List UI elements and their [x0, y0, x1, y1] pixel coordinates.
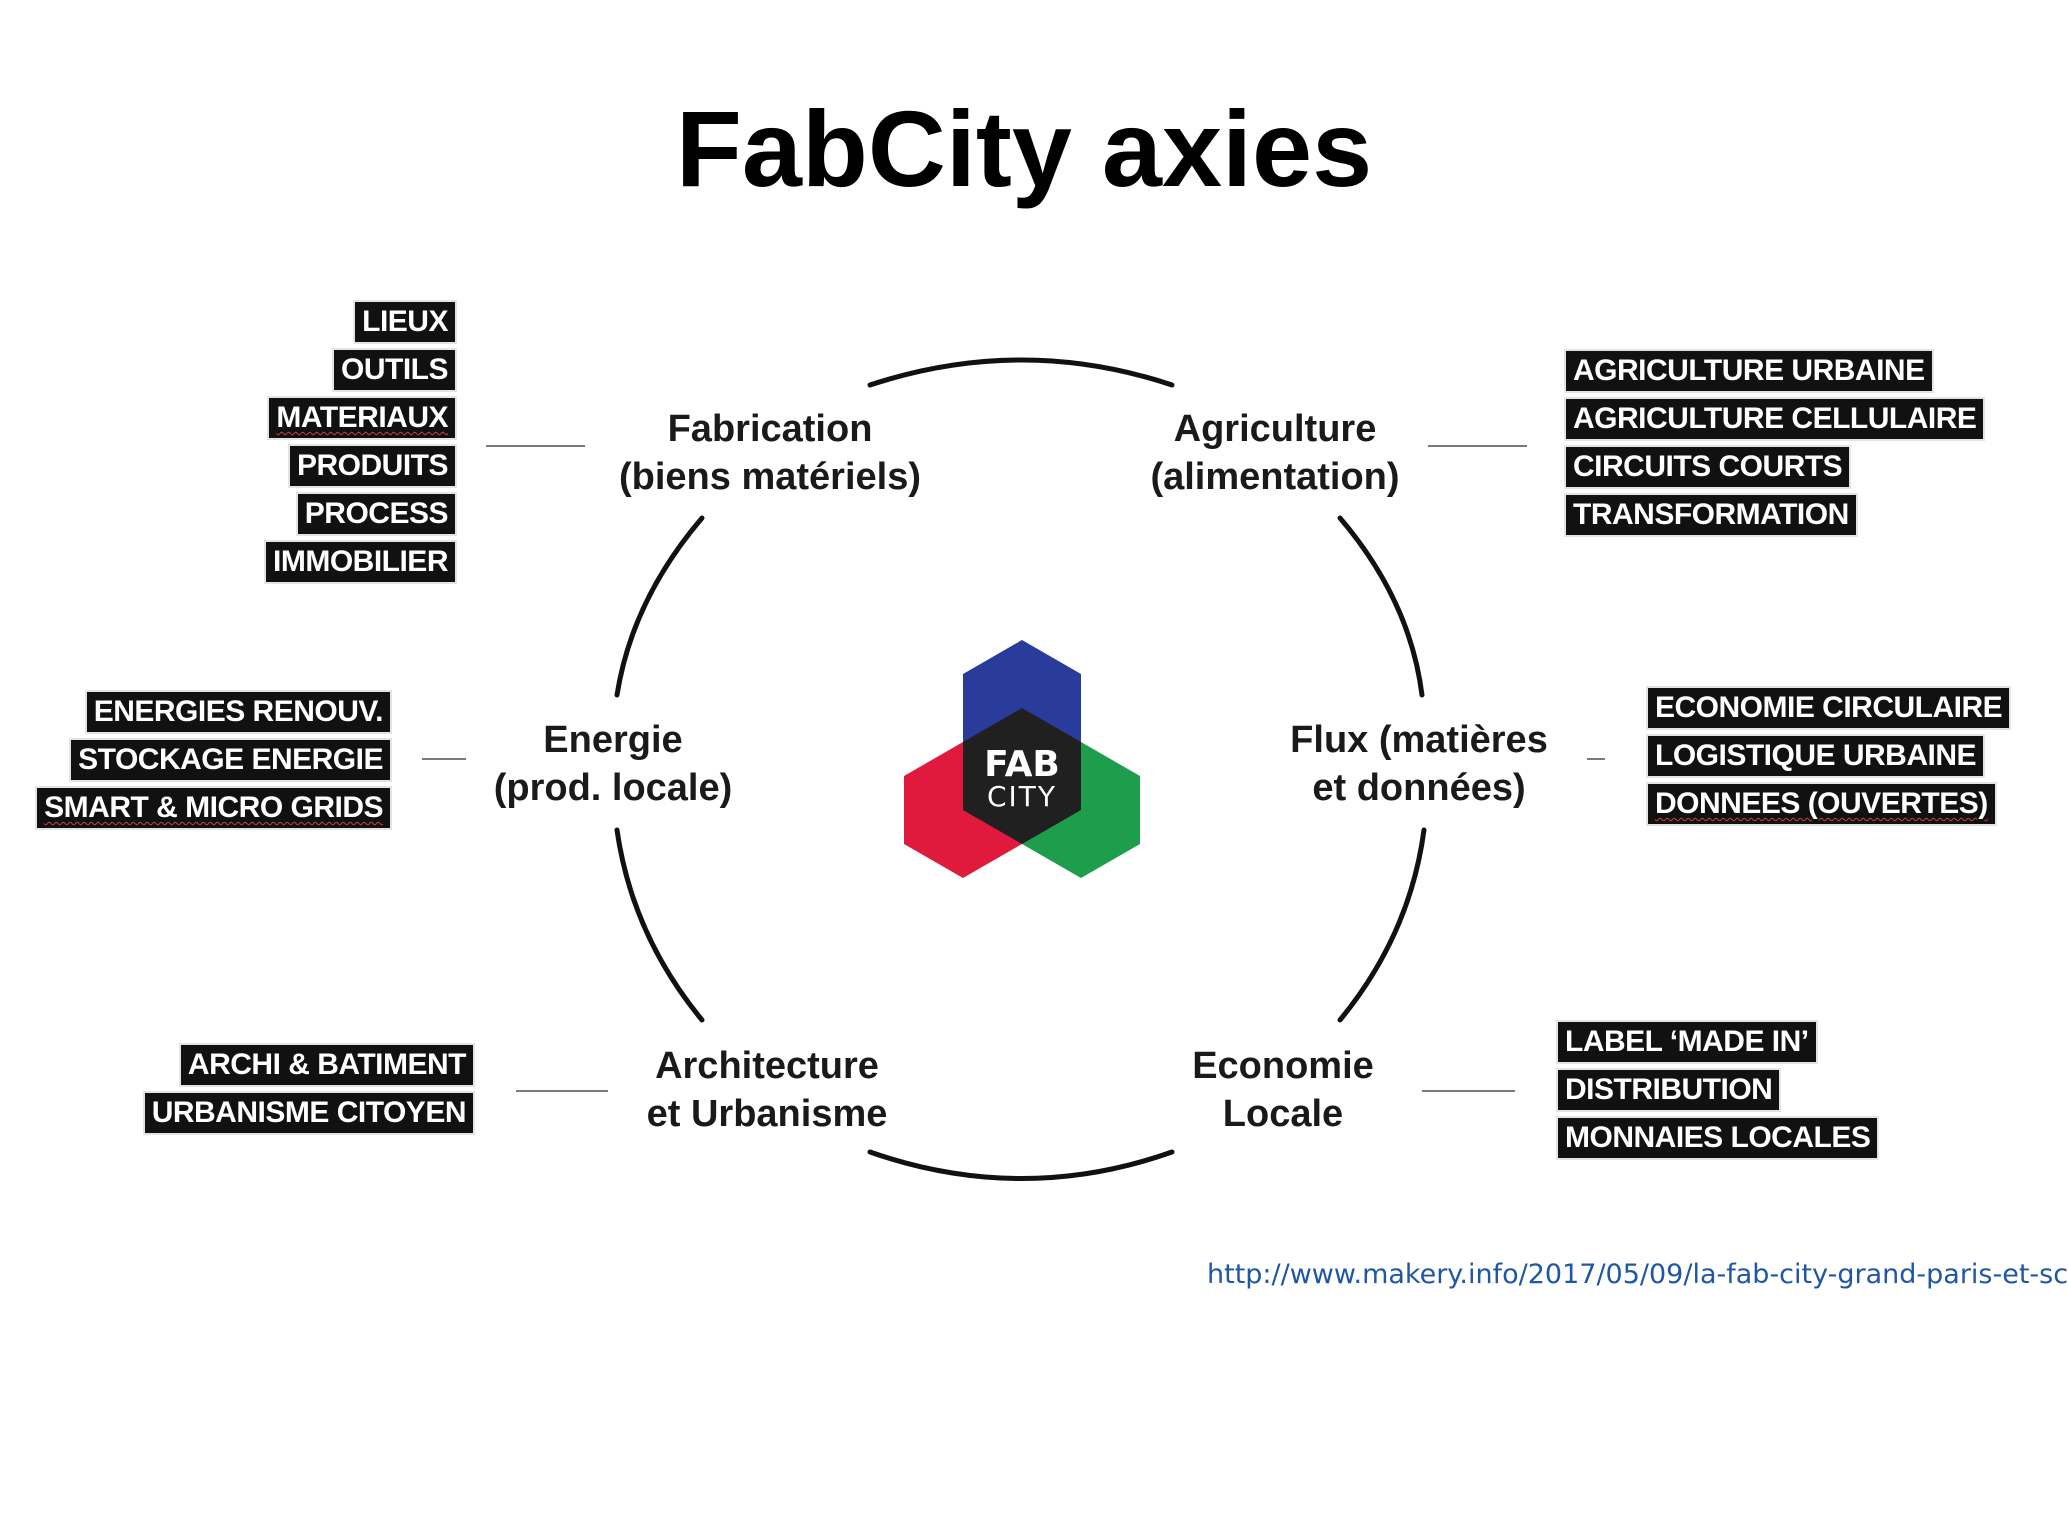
logo-text-city: CITY	[987, 780, 1057, 813]
axis-label-fabrication: Fabrication (biens matériels)	[560, 405, 980, 501]
ring-arc-upper-right	[1337, 515, 1425, 698]
axis-label-line: Agriculture	[1173, 408, 1377, 450]
axis-label-line: Energie	[543, 719, 683, 761]
tag-group-economie: LABEL ‘MADE IN’ DISTRIBUTION MONNAIES LO…	[1558, 1022, 1878, 1158]
logo-text-fab: FAB	[984, 744, 1060, 785]
ring-arc-lower-left	[614, 827, 705, 1023]
axis-label-line: Architecture	[655, 1045, 879, 1087]
axis-label-economie: Economie Locale	[1073, 1042, 1493, 1138]
tag: IMMOBILIER	[266, 542, 455, 582]
tag: ARCHI & BATIMENT	[180, 1045, 473, 1085]
tag-group-architecture: ARCHI & BATIMENT URBANISME CITOYEN	[144, 1045, 473, 1133]
axis-label-energie: Energie (prod. locale)	[403, 716, 823, 812]
axis-label-line: (biens matériels)	[619, 456, 921, 498]
ring-arc-top	[867, 357, 1175, 388]
tag: AGRICULTURE CELLULAIRE	[1566, 399, 1984, 439]
axis-label-line: et données)	[1312, 767, 1526, 809]
tag: ENERGIES RENOUV.	[86, 692, 390, 732]
ring-arc-upper-left	[614, 515, 705, 698]
tag: OUTILS	[334, 350, 455, 390]
axis-label-line: et Urbanisme	[646, 1093, 888, 1135]
axis-label-architecture: Architecture et Urbanisme	[557, 1042, 977, 1138]
tag: PROCESS	[297, 494, 455, 534]
tag: LOGISTIQUE URBAINE	[1648, 736, 1984, 776]
axis-label-line: Locale	[1222, 1093, 1344, 1135]
tag: STOCKAGE ENERGIE	[71, 740, 390, 780]
axis-label-line: (alimentation)	[1150, 456, 1400, 498]
tag: DISTRIBUTION	[1558, 1070, 1780, 1110]
tag: PRODUITS	[289, 446, 455, 486]
tag-group-flux: ECONOMIE CIRCULAIRE LOGISTIQUE URBAINE D…	[1648, 688, 2010, 824]
ring-arc-bottom	[867, 1149, 1175, 1181]
axis-label-line: Fabrication	[667, 408, 873, 450]
fab-city-logo: FAB CITY	[904, 640, 1140, 878]
tag: AGRICULTURE URBAINE	[1566, 351, 1932, 391]
tag: TRANSFORMATION	[1566, 495, 1856, 535]
tag-group-energie: ENERGIES RENOUV. STOCKAGE ENERGIE SMART …	[37, 692, 390, 828]
tag-group-agriculture: AGRICULTURE URBAINE AGRICULTURE CELLULAI…	[1566, 351, 1984, 535]
slide-title: FabCity axies	[675, 88, 1373, 209]
logo-hexagon-center	[963, 708, 1081, 844]
tag: CIRCUITS COURTS	[1566, 447, 1850, 487]
tag: ECONOMIE CIRCULAIRE	[1648, 688, 2010, 728]
tag: SMART & MICRO GRIDS	[37, 788, 390, 828]
tag: LABEL ‘MADE IN’	[1558, 1022, 1816, 1062]
axis-label-line: Flux (matières	[1290, 719, 1548, 761]
tag: MONNAIES LOCALES	[1558, 1118, 1878, 1158]
tag: MATERIAUX	[269, 398, 455, 438]
axis-label-line: Economie	[1192, 1045, 1374, 1087]
ring-arc-lower-right	[1337, 827, 1427, 1023]
axis-label-flux: Flux (matières et données)	[1209, 716, 1629, 812]
source-link[interactable]: http://www.makery.info/2017/05/09/la-fab…	[1207, 1259, 2068, 1290]
tag-group-fabrication: LIEUX OUTILS MATERIAUX PRODUITS PROCESS …	[266, 302, 455, 582]
tag: DONNEES (OUVERTES)	[1648, 784, 1995, 824]
axis-label-agriculture: Agriculture (alimentation)	[1065, 405, 1485, 501]
axis-label-line: (prod. locale)	[493, 767, 733, 809]
tag: URBANISME CITOYEN	[144, 1093, 473, 1133]
tag: LIEUX	[355, 302, 455, 342]
